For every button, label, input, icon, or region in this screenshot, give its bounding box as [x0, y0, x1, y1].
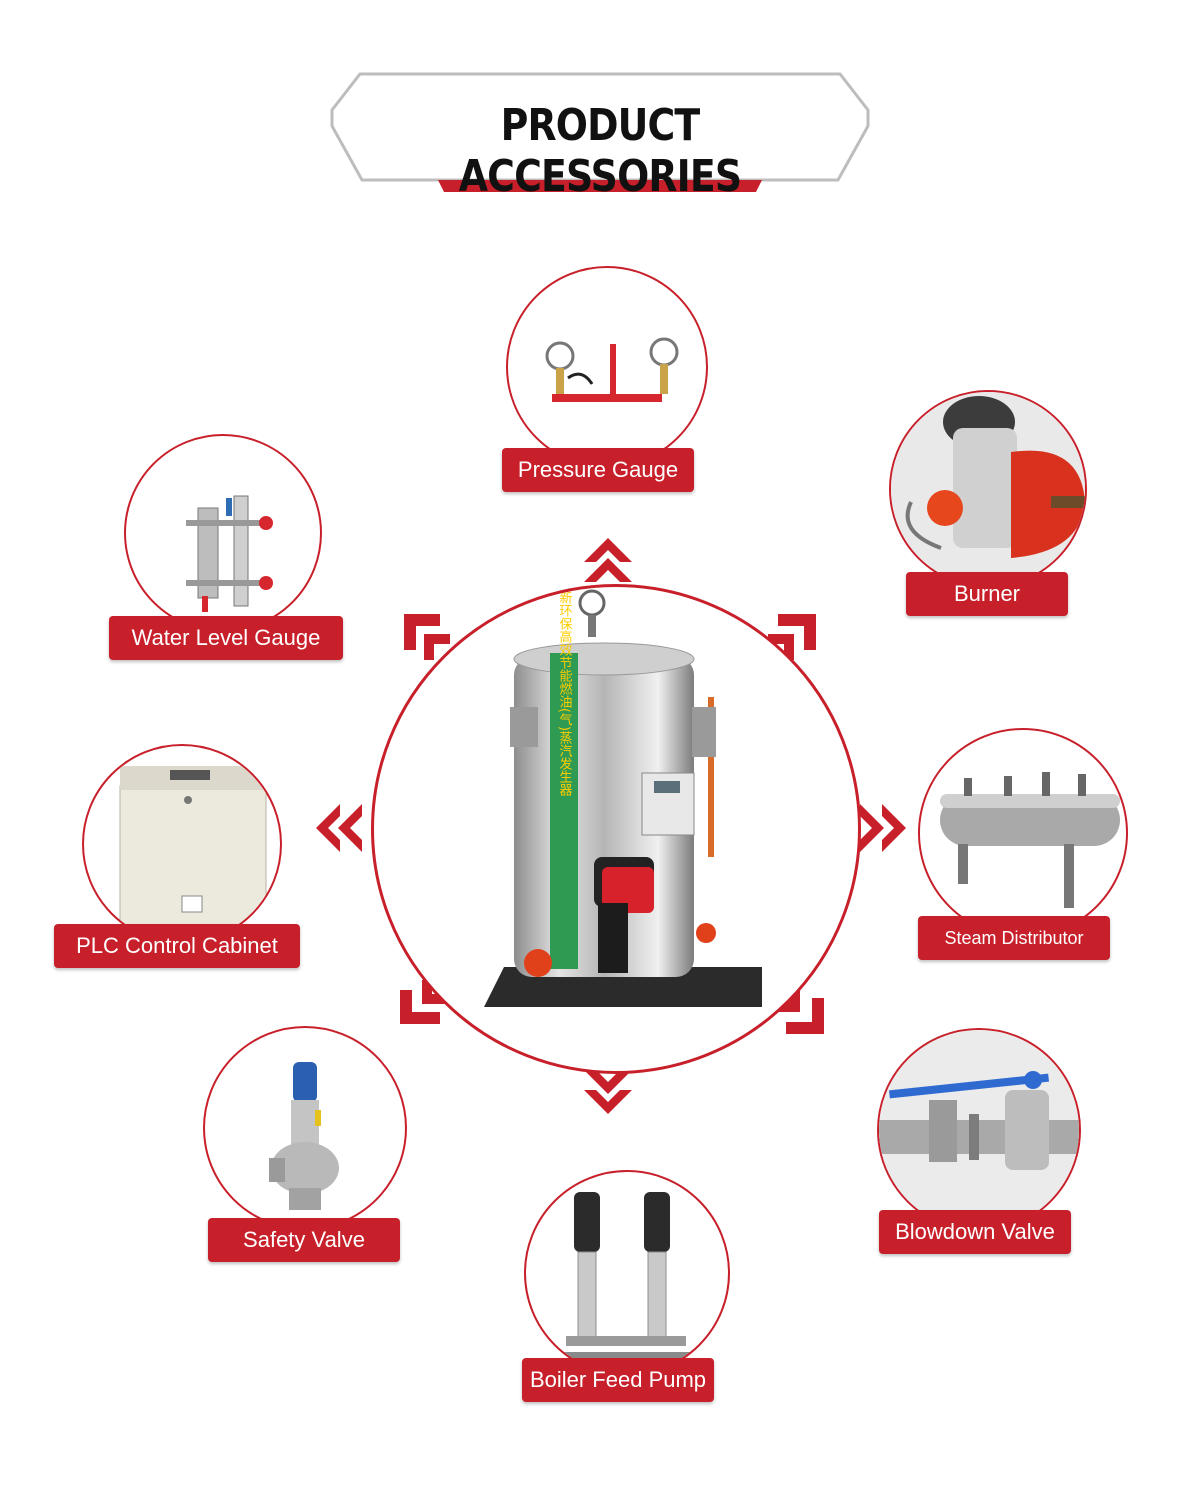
boiler-feed-pump-circle	[524, 1170, 730, 1376]
accessory-label-steam-distributor: Steam Distributor	[918, 916, 1110, 960]
pressure-gauge-circle	[506, 266, 708, 468]
accessory-label-plc-control-cabinet: PLC Control Cabinet	[54, 924, 300, 968]
burner-image	[891, 392, 1085, 586]
safety-valve-circle	[203, 1026, 407, 1230]
water-level-gauge-image	[186, 495, 273, 612]
vertical-brand-text: 创新环保高效节能燃油(气)蒸汽发生器	[557, 587, 573, 798]
pressure-gauge-image	[545, 337, 679, 402]
accessory-label-water-level-gauge: Water Level Gauge	[109, 616, 343, 660]
boiler-feed-pump-image	[562, 1192, 690, 1360]
steam-generator-image: 创新环保高效节能燃油(气)蒸汽发生器	[484, 587, 762, 1007]
steam-distributor-image	[940, 772, 1120, 908]
burner-circle	[889, 390, 1087, 588]
arrow-up-icon	[584, 538, 632, 582]
plc-control-cabinet-circle	[82, 744, 282, 944]
title-banner: PRODUCT ACCESSORIES	[330, 72, 870, 202]
safety-valve-image	[269, 1062, 339, 1210]
blowdown-valve-circle	[877, 1028, 1081, 1232]
accessory-label-boiler-feed-pump: Boiler Feed Pump	[522, 1358, 714, 1402]
blowdown-valve-image	[879, 1030, 1079, 1230]
accessory-label-pressure-gauge: Pressure Gauge	[502, 448, 694, 492]
accessory-label-burner: Burner	[906, 572, 1068, 616]
steam-generator-circle: 创新环保高效节能燃油(气)蒸汽发生器	[371, 584, 861, 1074]
page-title: PRODUCT ACCESSORIES	[458, 100, 742, 202]
accessory-label-blowdown-valve: Blowdown Valve	[879, 1210, 1071, 1254]
plc-control-cabinet-image	[119, 766, 267, 937]
arrow-up-left-icon	[404, 614, 450, 660]
accessory-label-safety-valve: Safety Valve	[208, 1218, 400, 1262]
water-level-gauge-circle	[124, 434, 322, 632]
arrow-right-icon	[860, 804, 906, 852]
title-frame	[330, 72, 870, 192]
arrow-down-icon	[584, 1070, 632, 1114]
steam-distributor-circle	[918, 728, 1128, 938]
arrow-left-icon	[316, 804, 362, 852]
